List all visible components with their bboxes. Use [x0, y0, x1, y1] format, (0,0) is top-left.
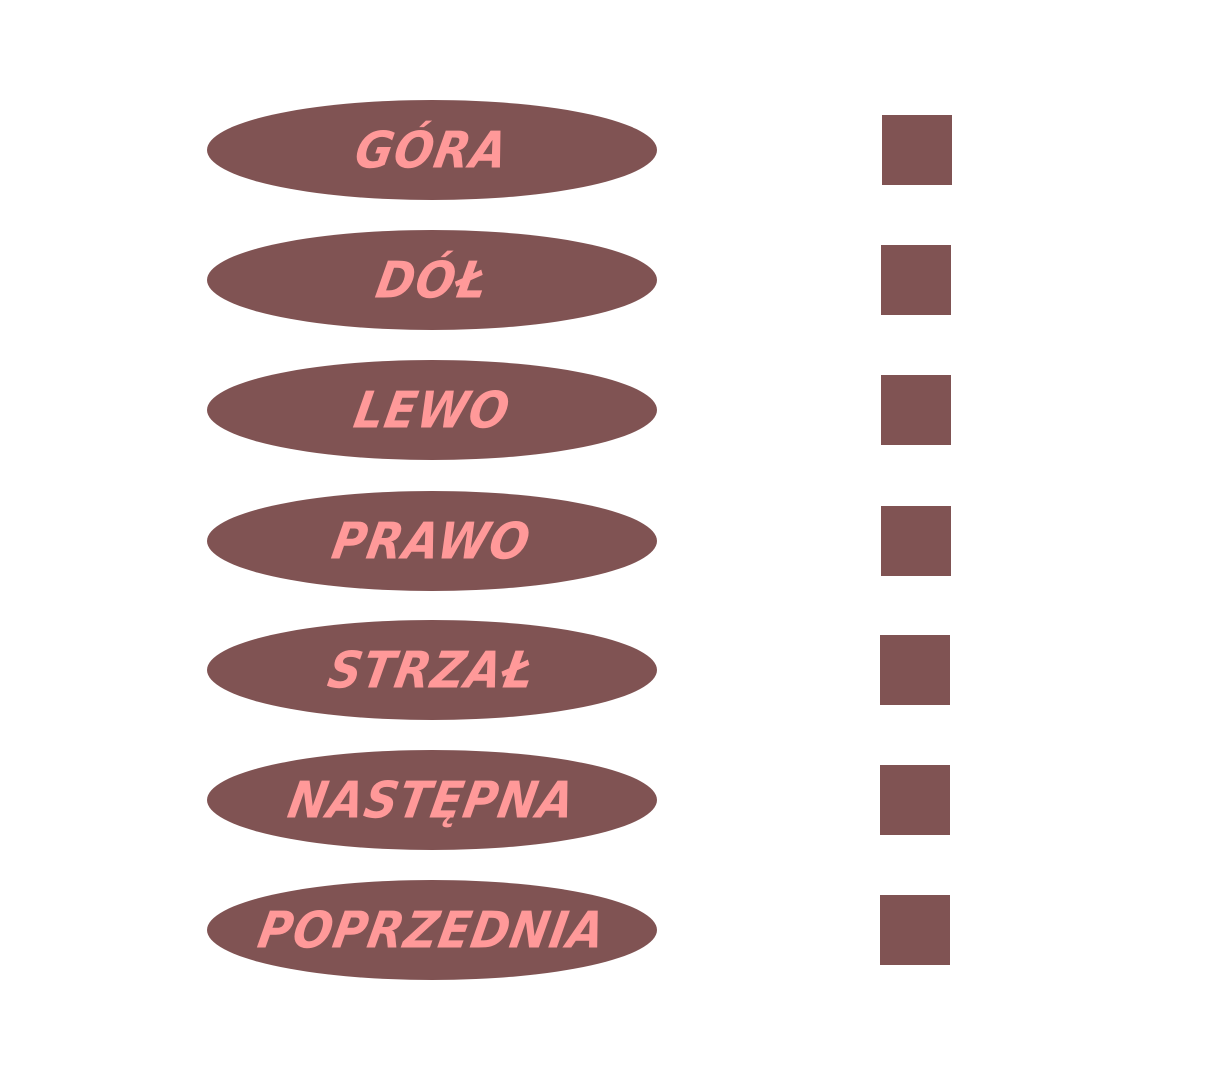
action-button-gora[interactable]: GÓRA	[207, 100, 657, 200]
action-button-prawo[interactable]: PRAWO	[207, 491, 657, 591]
key-slot-nastepna[interactable]	[880, 765, 950, 835]
action-button-nastepna[interactable]: NASTĘPNA	[207, 750, 657, 850]
binding-row-strzal: STRZAŁ	[0, 620, 1220, 720]
binding-row-lewo: LEWO	[0, 360, 1220, 460]
key-slot-dol[interactable]	[881, 245, 951, 315]
binding-row-prawo: PRAWO	[0, 491, 1220, 591]
action-label-dol: DÓŁ	[371, 250, 493, 310]
binding-row-gora: GÓRA	[0, 100, 1220, 200]
action-button-poprzednia[interactable]: POPRZEDNIA	[207, 880, 657, 980]
action-button-dol[interactable]: DÓŁ	[207, 230, 657, 330]
action-label-lewo: LEWO	[349, 380, 515, 440]
key-slot-poprzednia[interactable]	[880, 895, 950, 965]
binding-row-dol: DÓŁ	[0, 230, 1220, 330]
action-label-poprzednia: POPRZEDNIA	[253, 900, 611, 960]
action-button-lewo[interactable]: LEWO	[207, 360, 657, 460]
action-label-gora: GÓRA	[350, 120, 514, 180]
key-slot-prawo[interactable]	[881, 506, 951, 576]
key-slot-gora[interactable]	[882, 115, 952, 185]
action-label-strzal: STRZAŁ	[324, 640, 540, 700]
action-label-prawo: PRAWO	[328, 511, 536, 571]
key-slot-lewo[interactable]	[881, 375, 951, 445]
action-label-nastepna: NASTĘPNA	[283, 770, 581, 830]
binding-row-nastepna: NASTĘPNA	[0, 750, 1220, 850]
binding-row-poprzednia: POPRZEDNIA	[0, 880, 1220, 980]
key-slot-strzal[interactable]	[880, 635, 950, 705]
action-button-strzal[interactable]: STRZAŁ	[207, 620, 657, 720]
